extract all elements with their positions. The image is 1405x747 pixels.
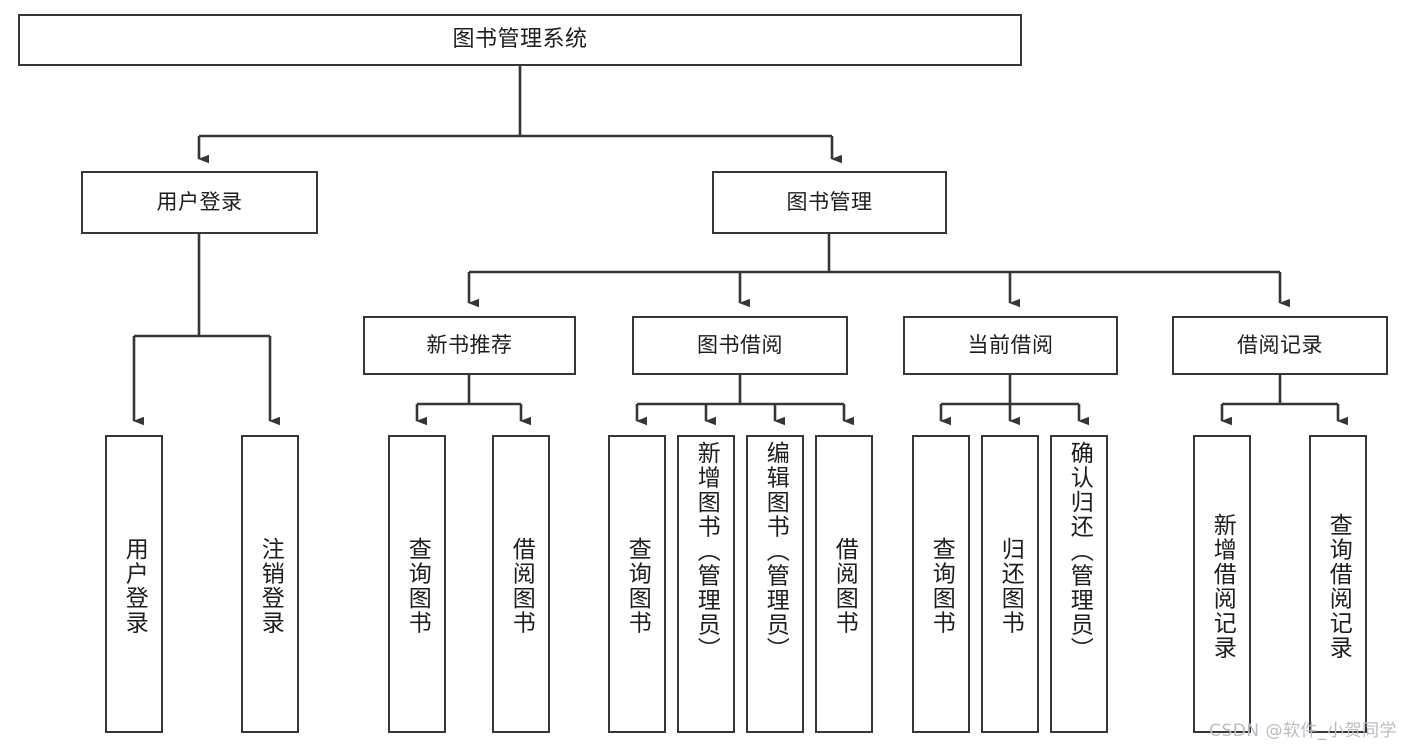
leaf-user-login-logout[interactable]: 注销登录	[241, 435, 299, 733]
leaf-record-query-record[interactable]: 查询借阅记录	[1309, 435, 1367, 733]
node-label: 确认归还（管理员）	[1066, 441, 1093, 662]
node-label: 图书管理系统	[452, 27, 588, 53]
leaf-recommend-query-book[interactable]: 查询图书	[388, 435, 446, 733]
leaf-current-query-book[interactable]: 查询图书	[912, 435, 970, 733]
node-label: 查询图书	[404, 537, 431, 635]
node-label: 借阅记录	[1237, 333, 1323, 358]
leaf-record-add-record[interactable]: 新增借阅记录	[1193, 435, 1251, 733]
node-label: 用户登录	[156, 190, 243, 215]
leaf-borrow-add-book-admin[interactable]: 新增图书（管理员）	[677, 435, 735, 733]
node-label: 查询图书	[928, 537, 955, 635]
node-book-management[interactable]: 图书管理	[712, 171, 947, 234]
node-label: 用户登录	[121, 537, 148, 635]
node-borrow-record[interactable]: 借阅记录	[1172, 316, 1388, 375]
node-current-borrow[interactable]: 当前借阅	[903, 316, 1118, 375]
node-label: 新增借阅记录	[1209, 512, 1236, 660]
node-label: 新增图书（管理员）	[693, 441, 720, 662]
node-label: 图书借阅	[697, 333, 783, 358]
node-label: 借阅图书	[831, 537, 858, 635]
node-root-system[interactable]: 图书管理系统	[18, 14, 1022, 66]
leaf-current-return-book[interactable]: 归还图书	[981, 435, 1039, 733]
node-label: 查询图书	[624, 537, 651, 635]
node-label: 新书推荐	[426, 333, 513, 358]
leaf-user-login-login[interactable]: 用户登录	[105, 435, 163, 733]
node-label: 借阅图书	[508, 537, 535, 635]
node-book-borrow[interactable]: 图书借阅	[632, 316, 848, 375]
node-label: 图书管理	[786, 190, 873, 215]
node-label: 注销登录	[257, 537, 284, 635]
node-label: 查询借阅记录	[1325, 512, 1352, 660]
node-label: 当前借阅	[967, 333, 1054, 358]
node-label: 归还图书	[997, 537, 1024, 635]
leaf-recommend-borrow-book[interactable]: 借阅图书	[492, 435, 550, 733]
leaf-borrow-borrow-book[interactable]: 借阅图书	[815, 435, 873, 733]
leaf-borrow-query-book[interactable]: 查询图书	[608, 435, 666, 733]
node-new-book-recommend[interactable]: 新书推荐	[363, 316, 576, 375]
leaf-current-confirm-return-admin[interactable]: 确认归还（管理员）	[1050, 435, 1108, 733]
node-user-login[interactable]: 用户登录	[81, 171, 318, 234]
leaf-borrow-edit-book-admin[interactable]: 编辑图书（管理员）	[746, 435, 804, 733]
node-label: 编辑图书（管理员）	[762, 441, 789, 662]
